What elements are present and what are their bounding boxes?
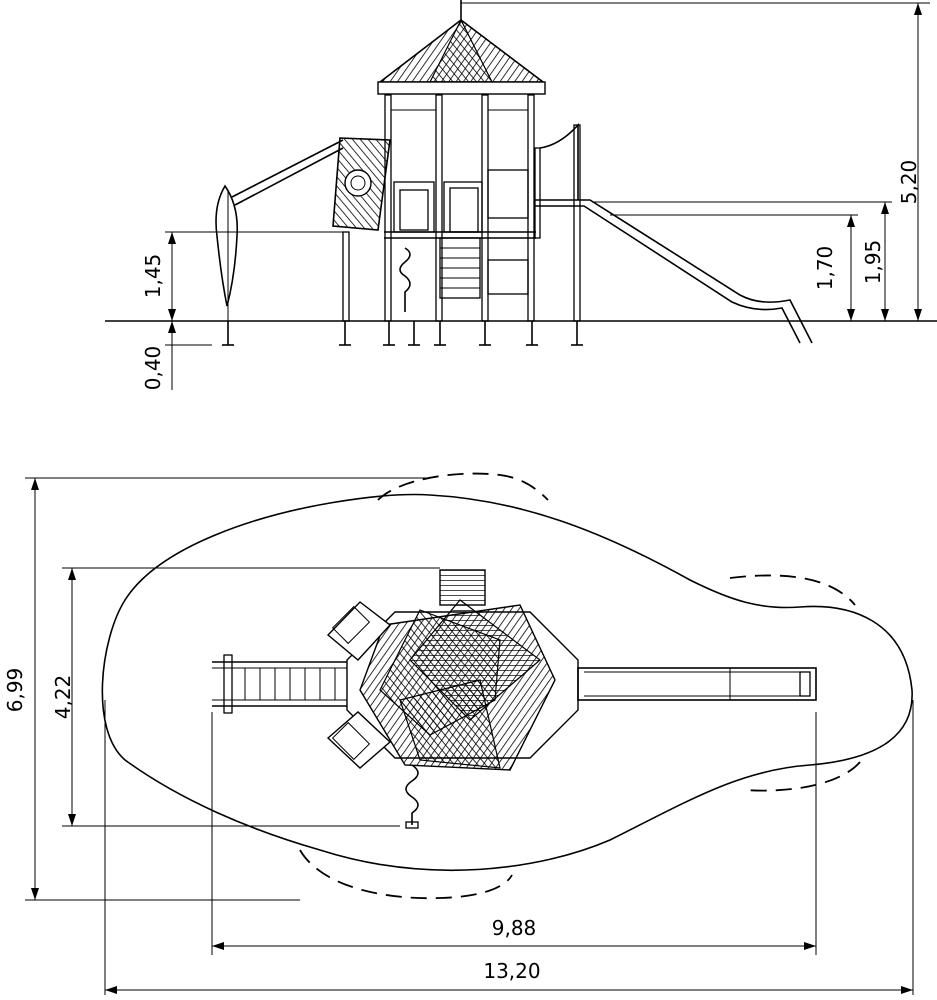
dim-area-length: 13,20 [104,700,914,995]
rope-bridge [215,139,344,321]
dim-foundation: 0,40 [141,321,212,390]
extension-right-top-dashed [729,574,856,606]
side-panel [332,137,391,231]
side-panels-top-view [326,601,392,769]
dim-label-equipment-depth: 4,22 [51,675,75,720]
ladder-top-view [212,654,347,714]
dim-label-area-depth: 6,99 [3,668,27,713]
spring-rider-base [405,821,419,829]
spring-element [399,247,411,312]
tower-top-view [346,599,579,771]
dim-total-height: 5,20 [461,2,930,321]
dim-equipment-length: 9,88 [211,712,817,955]
dim-platform-b: 1,95 [592,201,892,321]
tower-roof [377,0,546,95]
foundations [222,321,583,346]
dim-label-side-height: 1,45 [141,254,165,299]
dim-label-foundation: 0,40 [141,346,165,391]
slide-top-view [577,667,817,701]
climbing-ladder [439,237,529,299]
dim-area-depth: 6,99 [3,477,430,901]
dim-equipment-depth: 4,22 [51,567,440,827]
dim-label-equipment-length: 9,88 [492,916,537,940]
dim-label-platform-b: 1,95 [861,240,885,285]
spring-rider-top-view [405,764,419,825]
extension-right-bottom-dashed [744,761,861,792]
slide [534,122,813,344]
safety-area-outline [101,493,913,872]
dim-label-total-height: 5,20 [897,160,921,205]
extension-bottom-dashed [299,849,513,900]
plan-view: 6,99 4,22 9,88 13,20 [3,472,914,995]
top-panel [439,569,486,606]
dim-side-height: 1,45 [141,231,343,321]
dim-label-platform-a: 1,70 [813,246,837,291]
extension-top-dashed [377,472,549,501]
tower-walls [384,109,536,239]
dim-label-area-length: 13,20 [483,959,540,983]
dim-platform-a: 1,70 [610,214,858,321]
side-elevation: 5,20 1,95 1,70 1,45 [105,0,937,390]
